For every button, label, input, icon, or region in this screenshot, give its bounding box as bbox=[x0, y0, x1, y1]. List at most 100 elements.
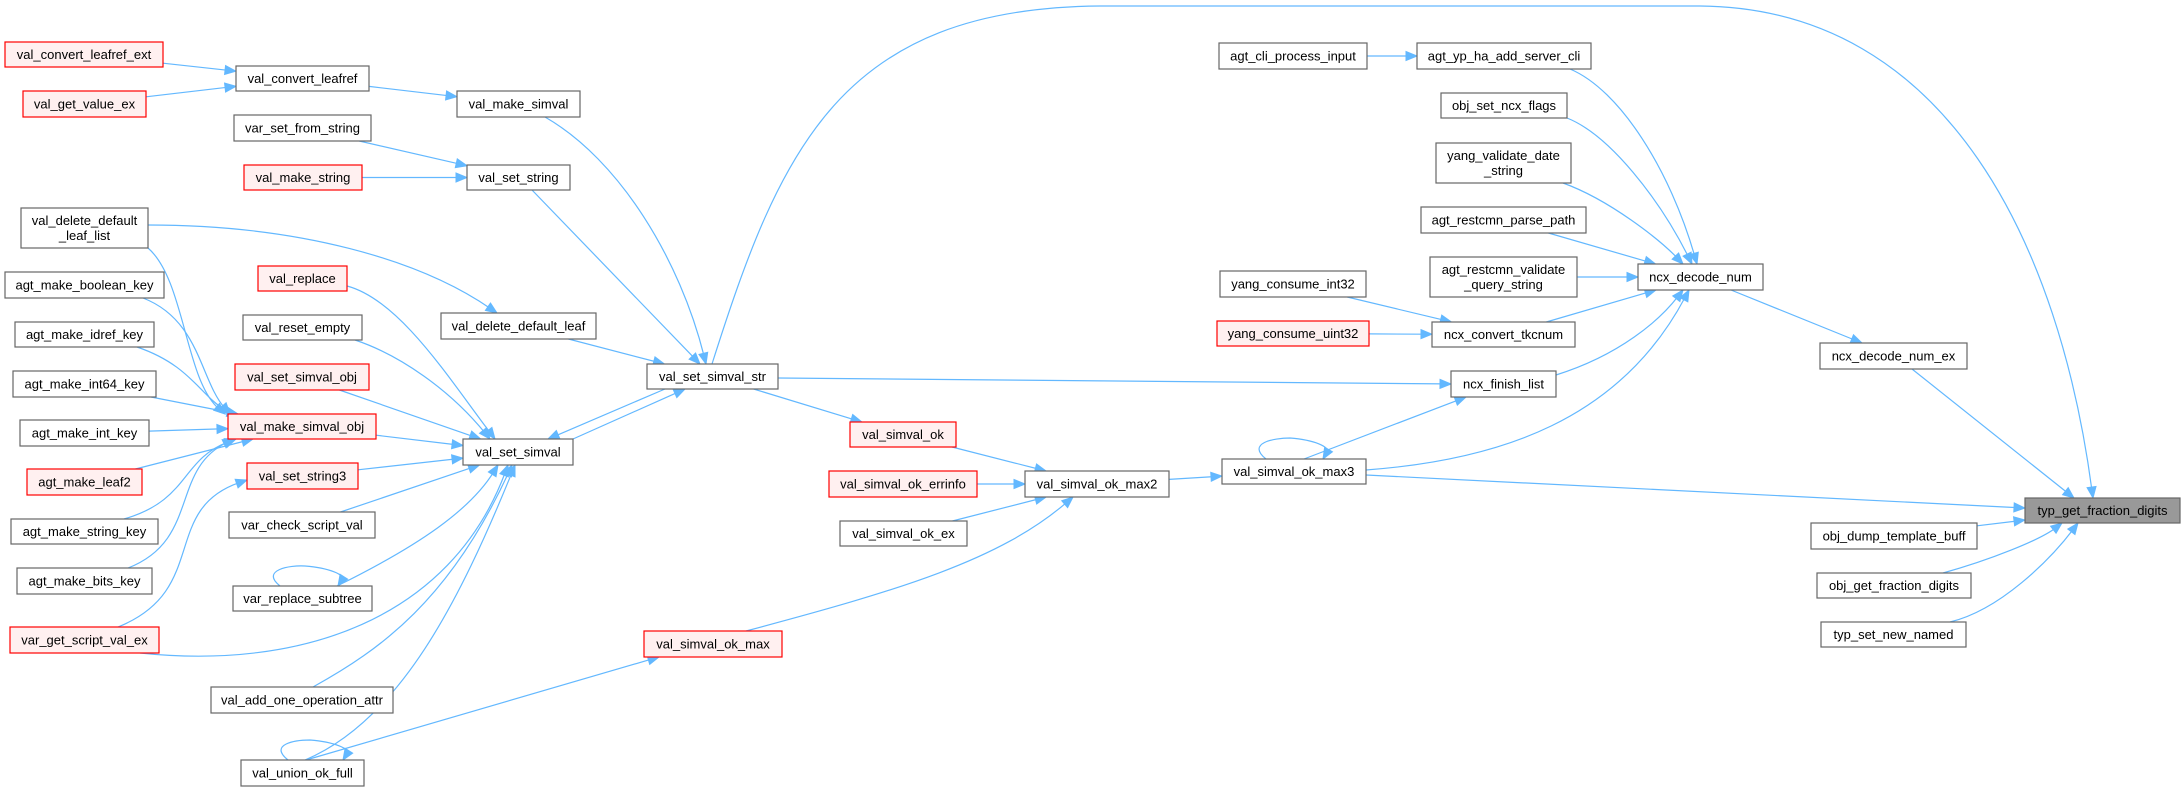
node-val-add-one-operation-attr[interactable]: val_add_one_operation_attr bbox=[210, 686, 394, 714]
node-box[interactable] bbox=[1820, 621, 1967, 648]
node-val-set-string3[interactable]: val_set_string3 bbox=[246, 462, 359, 490]
node-box[interactable] bbox=[1431, 321, 1576, 348]
node-val-delete-default-leaf-list[interactable]: val_delete_default_leaf_list bbox=[20, 207, 149, 249]
node-agt-yp-ha-add-server-cli[interactable]: agt_yp_ha_add_server_cli bbox=[1416, 42, 1592, 70]
node-agt-make-int-key[interactable]: agt_make_int_key bbox=[19, 419, 150, 447]
node-ncx-decode-num[interactable]: ncx_decode_num bbox=[1637, 263, 1764, 291]
node-yang-consume-uint32[interactable]: yang_consume_uint32 bbox=[1216, 320, 1370, 347]
node-box[interactable] bbox=[4, 271, 165, 299]
node-val-delete-default-leaf[interactable]: val_delete_default_leaf bbox=[440, 312, 597, 340]
node-obj-get-fraction-digits[interactable]: obj_get_fraction_digits bbox=[1816, 572, 1972, 599]
node-box[interactable] bbox=[646, 363, 779, 390]
node-val-simval-ok-errinfo[interactable]: val_simval_ok_errinfo bbox=[828, 470, 978, 498]
node-val-set-simval-obj[interactable]: val_set_simval_obj bbox=[234, 363, 370, 391]
node-ncx-convert-tkcnum[interactable]: ncx_convert_tkcnum bbox=[1431, 321, 1576, 348]
node-val-set-string[interactable]: val_set_string bbox=[466, 164, 571, 191]
node-box[interactable] bbox=[4, 41, 164, 68]
node-box[interactable] bbox=[10, 518, 159, 545]
node-box[interactable] bbox=[1420, 206, 1587, 234]
node-val-simval-ok-max3[interactable]: val_simval_ok_max3 bbox=[1221, 458, 1367, 485]
node-box[interactable] bbox=[2024, 497, 2181, 524]
node-box[interactable] bbox=[1219, 270, 1367, 298]
node-val-simval-ok-ex[interactable]: val_simval_ok_ex bbox=[839, 520, 968, 547]
node-box[interactable] bbox=[228, 511, 376, 539]
node-box[interactable] bbox=[242, 314, 363, 341]
node-val-convert-leafref[interactable]: val_convert_leafref bbox=[235, 65, 370, 92]
node-agt-restcmn-parse-path[interactable]: agt_restcmn_parse_path bbox=[1420, 206, 1587, 234]
node-box[interactable] bbox=[9, 626, 160, 654]
node-var-replace-subtree[interactable]: var_replace_subtree bbox=[232, 585, 373, 612]
node-box[interactable] bbox=[16, 567, 153, 595]
node-agt-make-string-key[interactable]: agt_make_string_key bbox=[10, 518, 159, 545]
node-box[interactable] bbox=[12, 370, 157, 398]
node-box[interactable] bbox=[849, 421, 957, 448]
node-obj-dump-template-buff[interactable]: obj_dump_template_buff bbox=[1810, 522, 1978, 550]
node-box[interactable] bbox=[440, 312, 597, 340]
node-val-simval-ok-max[interactable]: val_simval_ok_max bbox=[643, 630, 783, 658]
node-box[interactable] bbox=[232, 585, 373, 612]
node-var-get-script-val-ex[interactable]: var_get_script_val_ex bbox=[9, 626, 160, 654]
node-var-check-script-val[interactable]: var_check_script_val bbox=[228, 511, 376, 539]
node-box[interactable] bbox=[234, 363, 370, 391]
node-agt-cli-process-input[interactable]: agt_cli_process_input bbox=[1218, 42, 1368, 70]
node-yang-consume-int32[interactable]: yang_consume_int32 bbox=[1219, 270, 1367, 298]
node-box[interactable] bbox=[233, 114, 372, 142]
node-box[interactable] bbox=[19, 419, 150, 447]
node-agt-make-idref-key[interactable]: agt_make_idref_key bbox=[14, 321, 155, 348]
node-box[interactable] bbox=[828, 470, 978, 498]
node-box[interactable] bbox=[462, 438, 574, 466]
node-box[interactable] bbox=[839, 520, 968, 547]
node-box[interactable] bbox=[1416, 42, 1592, 70]
node-box[interactable] bbox=[1435, 142, 1572, 184]
node-val-simval-ok-max2[interactable]: val_simval_ok_max2 bbox=[1024, 470, 1170, 498]
node-box[interactable] bbox=[227, 413, 377, 440]
node-box[interactable] bbox=[20, 207, 149, 249]
node-box[interactable] bbox=[26, 468, 143, 496]
node-box[interactable] bbox=[1218, 42, 1368, 70]
node-val-make-simval[interactable]: val_make_simval bbox=[456, 90, 581, 118]
node-agt-make-leaf2[interactable]: agt_make_leaf2 bbox=[26, 468, 143, 496]
node-box[interactable] bbox=[235, 65, 370, 92]
node-var-set-from-string[interactable]: var_set_from_string bbox=[233, 114, 372, 142]
node-val-make-string[interactable]: val_make_string bbox=[243, 164, 363, 191]
node-agt-make-int64-key[interactable]: agt_make_int64_key bbox=[12, 370, 157, 398]
node-yang-validate-date-string[interactable]: yang_validate_date_string bbox=[1435, 142, 1572, 184]
node-box[interactable] bbox=[14, 321, 155, 348]
node-ncx-decode-num-ex[interactable]: ncx_decode_num_ex bbox=[1819, 342, 1968, 370]
node-agt-make-bits-key[interactable]: agt_make_bits_key bbox=[16, 567, 153, 595]
node-box[interactable] bbox=[240, 759, 365, 787]
node-box[interactable] bbox=[22, 90, 147, 118]
node-val-union-ok-full[interactable]: val_union_ok_full bbox=[240, 759, 365, 787]
node-obj-set-ncx-flags[interactable]: obj_set_ncx_flags bbox=[1440, 92, 1568, 119]
node-typ-get-fraction-digits[interactable]: typ_get_fraction_digits bbox=[2024, 497, 2181, 524]
node-box[interactable] bbox=[243, 164, 363, 191]
node-agt-make-boolean-key[interactable]: agt_make_boolean_key bbox=[4, 271, 165, 299]
node-box[interactable] bbox=[643, 630, 783, 658]
node-box[interactable] bbox=[246, 462, 359, 490]
node-agt-restcmn-validate-query-string[interactable]: agt_restcmn_validate_query_string bbox=[1429, 256, 1578, 298]
node-box[interactable] bbox=[1440, 92, 1568, 119]
node-box[interactable] bbox=[1024, 470, 1170, 498]
node-val-get-value-ex[interactable]: val_get_value_ex bbox=[22, 90, 147, 118]
node-val-make-simval-obj[interactable]: val_make_simval_obj bbox=[227, 413, 377, 440]
node-ncx-finish-list[interactable]: ncx_finish_list bbox=[1450, 370, 1557, 398]
node-box[interactable] bbox=[1816, 572, 1972, 599]
node-val-convert-leafref-ext[interactable]: val_convert_leafref_ext bbox=[4, 41, 164, 68]
node-box[interactable] bbox=[1429, 256, 1578, 298]
node-box[interactable] bbox=[1450, 370, 1557, 398]
node-val-set-simval-str[interactable]: val_set_simval_str bbox=[646, 363, 779, 390]
node-val-simval-ok[interactable]: val_simval_ok bbox=[849, 421, 957, 448]
node-box[interactable] bbox=[257, 265, 348, 292]
node-val-reset-empty[interactable]: val_reset_empty bbox=[242, 314, 363, 341]
node-box[interactable] bbox=[466, 164, 571, 191]
node-box[interactable] bbox=[1216, 320, 1370, 347]
node-typ-set-new-named[interactable]: typ_set_new_named bbox=[1820, 621, 1967, 648]
node-box[interactable] bbox=[1221, 458, 1367, 485]
node-box[interactable] bbox=[210, 686, 394, 714]
node-box[interactable] bbox=[1637, 263, 1764, 291]
node-box[interactable] bbox=[456, 90, 581, 118]
node-box[interactable] bbox=[1819, 342, 1968, 370]
node-box[interactable] bbox=[1810, 522, 1978, 550]
node-val-replace[interactable]: val_replace bbox=[257, 265, 348, 292]
node-val-set-simval[interactable]: val_set_simval bbox=[462, 438, 574, 466]
